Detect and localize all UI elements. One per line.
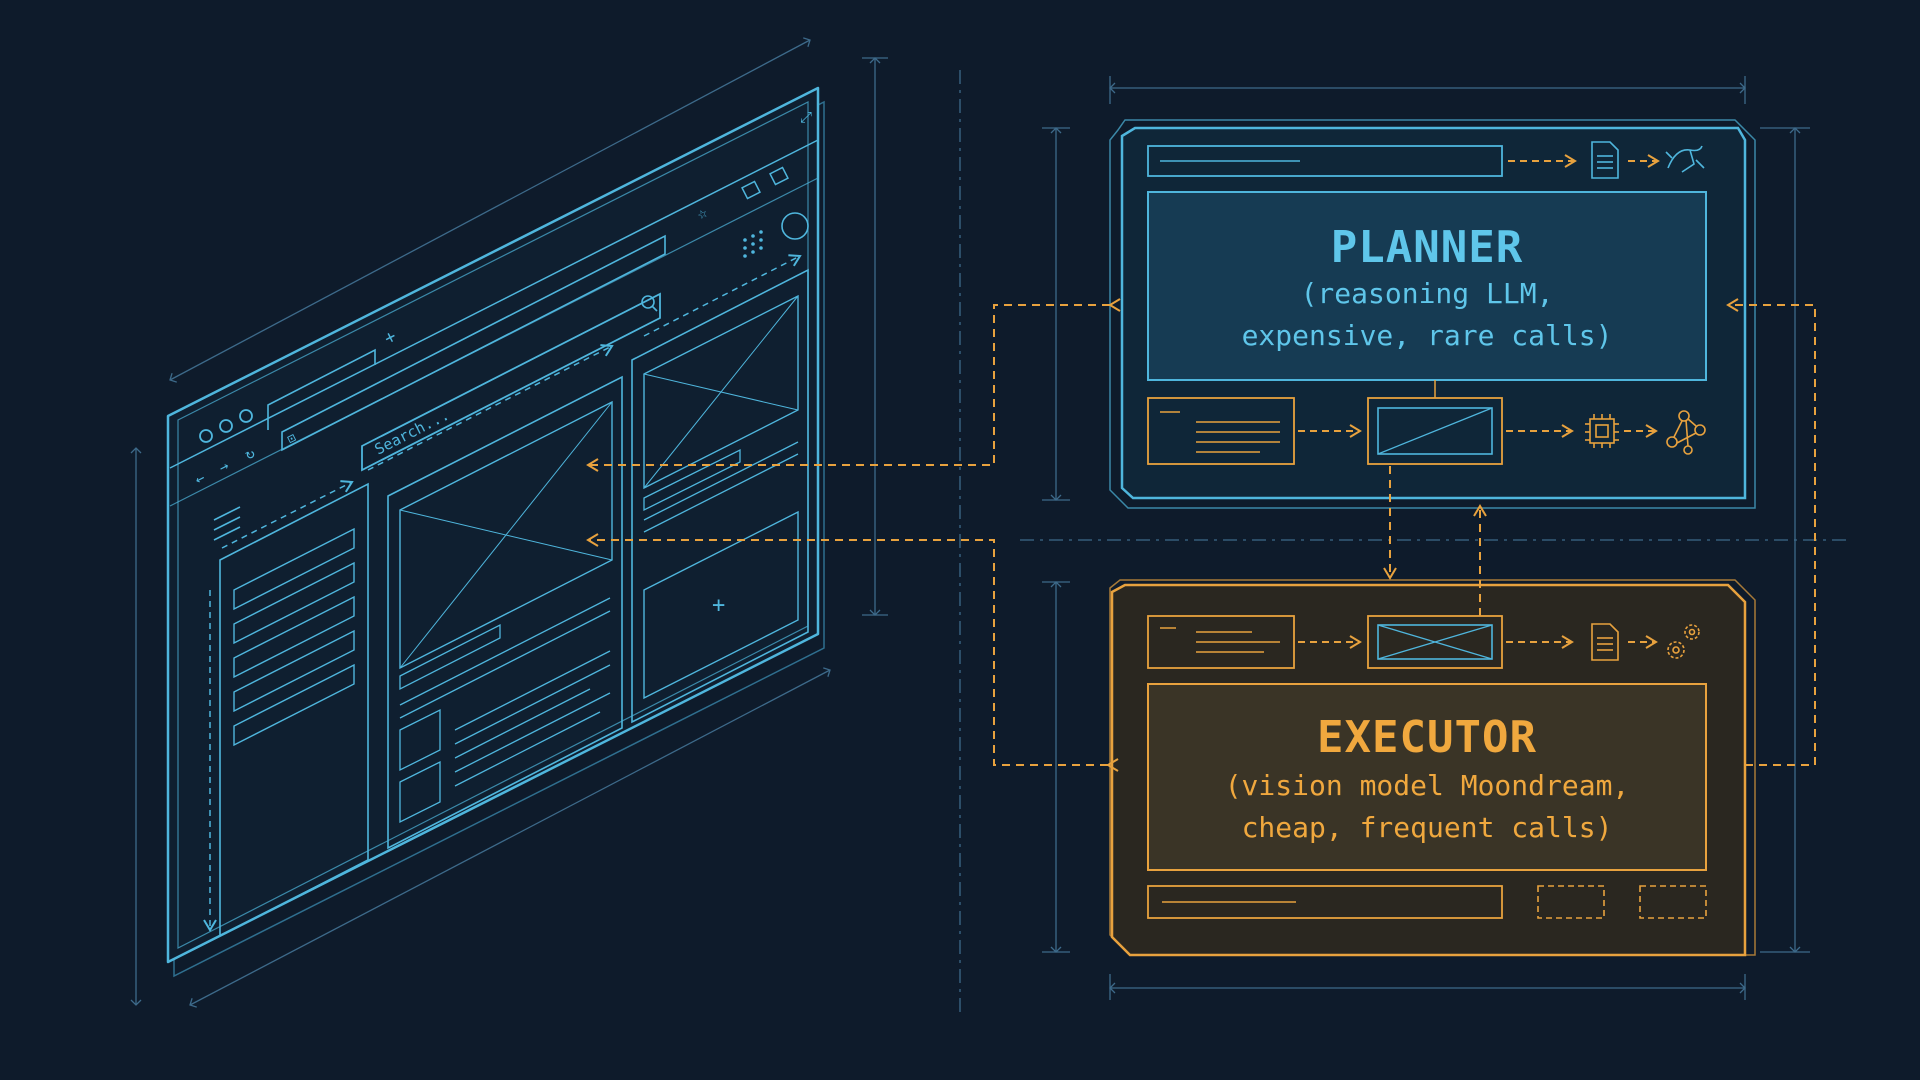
executor-slot	[1639, 885, 1707, 919]
executor-box: EXECUTOR (vision model Moondream, cheap,…	[1109, 579, 1756, 957]
executor-main-panel	[1147, 683, 1707, 871]
list-item[interactable]	[233, 595, 355, 679]
executor-slot	[1537, 885, 1605, 919]
bookmark-icon[interactable]	[769, 166, 789, 186]
cpu-chip-icon	[1585, 414, 1619, 448]
executor-text-block	[1147, 615, 1295, 669]
document-icon	[1591, 623, 1619, 661]
window-dot-maximize[interactable]	[239, 409, 253, 423]
planner-subtitle-line1: (reasoning LLM,	[1301, 277, 1554, 310]
profile-avatar[interactable]	[781, 212, 809, 240]
window-dot-minimize[interactable]	[219, 419, 233, 433]
flow-arrows	[586, 298, 1816, 772]
list-item[interactable]	[233, 663, 355, 747]
dragon-icon	[1665, 145, 1705, 173]
apps-grid-icon[interactable]	[743, 230, 763, 258]
browser-wireframe: + ← → ↻ ⊡ Search... ☆ ⤢	[166, 86, 825, 978]
list-item[interactable]	[233, 527, 355, 611]
list-item[interactable]	[233, 561, 355, 645]
add-icon[interactable]: +	[712, 593, 725, 618]
planner-title: PLANNER	[1331, 222, 1523, 273]
executor-subtitle-line2: cheap, frequent calls)	[1242, 811, 1613, 844]
sidebar-panel	[219, 482, 369, 938]
planner-main-panel	[1147, 191, 1707, 381]
address-bar[interactable]	[281, 234, 666, 452]
gears-icon	[1667, 624, 1700, 659]
planner-to-browser-arrow	[586, 298, 1121, 472]
executor-subtitle-line1: (vision model Moondream,	[1225, 769, 1630, 802]
list-item[interactable]	[233, 629, 355, 713]
expand-icon[interactable]: ⤢	[800, 108, 813, 126]
executor-title: EXECUTOR	[1317, 712, 1537, 763]
feedback-loop-arrow	[1726, 298, 1816, 766]
planner-box: PLANNER (reasoning LLM, expensive, rare …	[1109, 119, 1756, 509]
executor-image-frame	[1367, 615, 1503, 669]
planner-subtitle-line2: expensive, rare calls)	[1242, 319, 1613, 352]
menu-icon[interactable]	[213, 506, 241, 541]
sidebar-items	[233, 527, 355, 747]
network-graph-icon	[1666, 410, 1706, 455]
folder-icon[interactable]	[741, 180, 761, 200]
document-icon	[1591, 141, 1619, 179]
browser-frame	[166, 86, 820, 964]
planner-input-bar	[1147, 145, 1503, 177]
planner-text-block	[1147, 397, 1295, 465]
executor-to-browser-arrow	[586, 533, 1119, 772]
executor-output-bar	[1147, 885, 1503, 919]
window-dot-close[interactable]	[199, 429, 213, 443]
browser-tab[interactable]	[267, 348, 376, 430]
